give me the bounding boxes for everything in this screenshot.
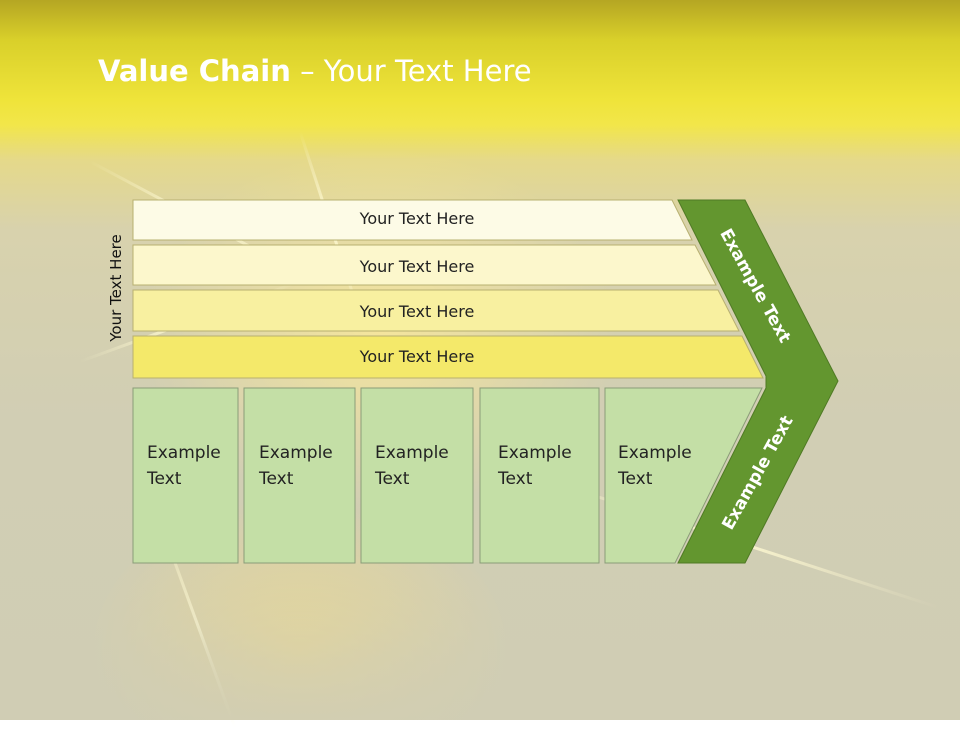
band-label-4: Your Text Here (359, 347, 475, 366)
box-label-line2: Text (259, 469, 294, 489)
box-label-line1: Example (375, 443, 449, 463)
box-3 (360, 387, 474, 564)
box-label-line2: Text (618, 469, 653, 489)
box-4 (479, 387, 600, 564)
band-label-1: Your Text Here (359, 209, 475, 228)
band-3 (132, 289, 740, 332)
box-label-line1: Example (498, 443, 572, 463)
box-label-line2: Text (147, 469, 182, 489)
box-5 (604, 387, 763, 564)
title-bold: Value Chain (98, 54, 291, 88)
slide-title: Value Chain – Your Text Here (98, 54, 532, 88)
box-label-line1: Example (259, 443, 333, 463)
band-4 (132, 335, 764, 379)
box-label-line2: Text (498, 469, 533, 489)
box-2 (243, 387, 356, 564)
title-rest: – Your Text Here (290, 54, 532, 88)
band-2 (132, 244, 717, 286)
band-1 (132, 199, 693, 241)
box-label-line1: Example (147, 443, 221, 463)
box-label-line1: Example (618, 443, 692, 463)
box-label-line2: Text (375, 469, 410, 489)
band-label-3: Your Text Here (359, 302, 475, 321)
chevron-arrow (677, 199, 839, 564)
band-label-2: Your Text Here (359, 257, 475, 276)
box-1 (132, 387, 239, 564)
